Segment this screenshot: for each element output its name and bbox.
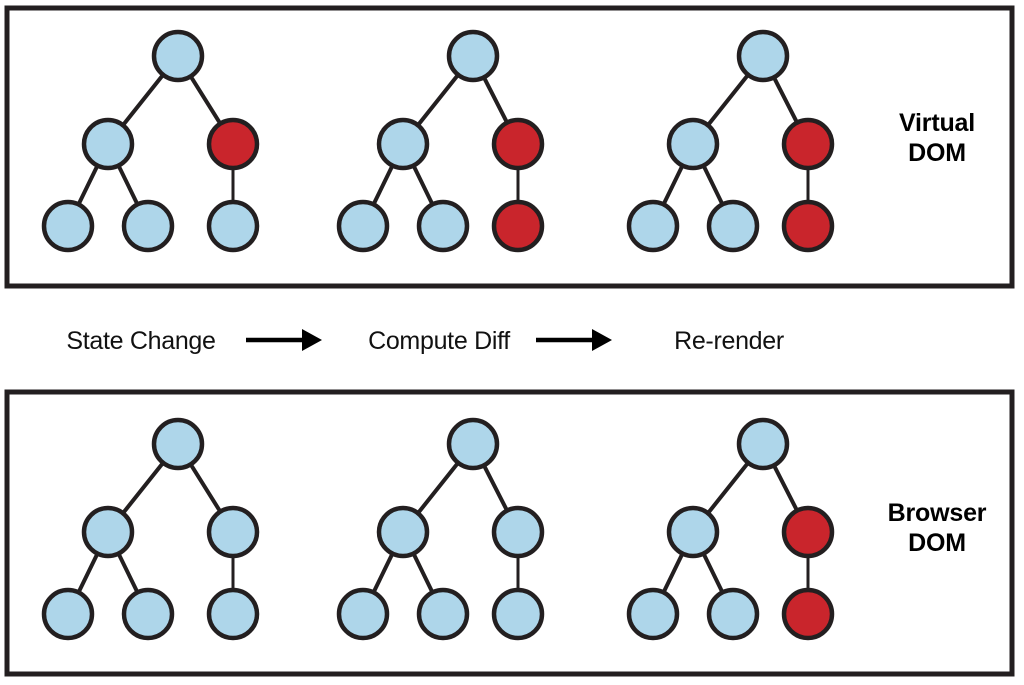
tree-edge-root-to-right <box>187 460 224 516</box>
tree-node-right[interactable] <box>491 505 545 559</box>
tree-node-left[interactable] <box>81 505 135 559</box>
panel-label-line-1: Browser <box>888 499 987 527</box>
tree-node-left-child-b[interactable] <box>121 587 175 641</box>
tree-edge-left-to-left-child-a <box>370 161 396 209</box>
tree-edge-left-to-left-child-b <box>115 161 141 209</box>
tree-node-left-child-b[interactable] <box>416 199 470 253</box>
tree-node-right-child-changed[interactable] <box>781 587 835 641</box>
tree-edges-virtual-dom-tree-1 <box>75 71 235 209</box>
tree-edge-left-to-left-child-b <box>410 549 436 597</box>
tree-nodes-browser-dom-tree-2 <box>336 417 545 641</box>
tree-node-right-changed[interactable] <box>206 117 260 171</box>
tree-node-left-child-b[interactable] <box>416 587 470 641</box>
flow-step-label-compute-diff: Compute Diff <box>368 327 510 355</box>
panel-label-line-2: DOM <box>908 139 966 167</box>
tree-edge-left-to-left-child-a <box>660 161 686 209</box>
tree-edges-virtual-dom-tree-2 <box>370 71 520 209</box>
tree-edge-root-to-right <box>481 461 510 515</box>
panel-label-line-1: Virtual <box>899 109 975 137</box>
tree-nodes-virtual-dom-tree-2 <box>336 29 545 253</box>
tree-node-left-child-b[interactable] <box>706 199 760 253</box>
tree-node-left-child-a[interactable] <box>41 587 95 641</box>
tree-edge-root-to-right <box>771 73 800 127</box>
tree-node-right-child[interactable] <box>206 587 260 641</box>
tree-browser-dom-tree-3 <box>626 417 835 641</box>
tree-nodes-browser-dom-tree-3 <box>626 417 835 641</box>
tree-edge-left-to-left-child-b <box>700 549 726 597</box>
tree-browser-dom-tree-1 <box>41 417 260 641</box>
tree-edges-virtual-dom-tree-3 <box>660 71 810 209</box>
tree-node-left-child-b[interactable] <box>121 199 175 253</box>
tree-edge-root-to-right <box>771 461 800 515</box>
tree-node-right-child-changed[interactable] <box>781 199 835 253</box>
tree-node-left-child-a[interactable] <box>336 199 390 253</box>
tree-node-root[interactable] <box>151 417 205 471</box>
tree-virtual-dom-tree-2 <box>336 29 545 253</box>
tree-edge-root-to-left <box>414 71 462 129</box>
tree-node-right-child-changed[interactable] <box>491 199 545 253</box>
panel-label-line-2: DOM <box>908 529 966 557</box>
tree-edges-browser-dom-tree-2 <box>370 459 520 597</box>
flow-arrow-head-icon <box>302 329 322 351</box>
tree-edge-left-to-left-child-b <box>700 161 726 209</box>
tree-nodes-virtual-dom-tree-3 <box>626 29 835 253</box>
tree-nodes-virtual-dom-tree-1 <box>41 29 260 253</box>
tree-edge-left-to-left-child-a <box>75 549 101 597</box>
tree-edge-root-to-left <box>704 459 752 517</box>
flow-layer: State Change Compute Diff Re-render <box>66 327 784 355</box>
tree-node-root[interactable] <box>446 417 500 471</box>
flow-step-label-state-change: State Change <box>66 327 215 355</box>
tree-edge-left-to-left-child-a <box>660 549 686 597</box>
tree-node-left[interactable] <box>376 505 430 559</box>
tree-node-left-child-a[interactable] <box>41 199 95 253</box>
tree-node-left[interactable] <box>81 117 135 171</box>
tree-node-right-changed[interactable] <box>781 505 835 559</box>
tree-node-left[interactable] <box>376 117 430 171</box>
flow-arrow-2 <box>536 329 612 351</box>
tree-node-left[interactable] <box>666 117 720 171</box>
tree-node-left-child-b[interactable] <box>706 587 760 641</box>
tree-edge-left-to-left-child-b <box>410 161 436 209</box>
tree-virtual-dom-tree-3 <box>626 29 835 253</box>
tree-edges-browser-dom-tree-1 <box>75 459 235 597</box>
tree-node-left-child-a[interactable] <box>626 199 680 253</box>
tree-node-root[interactable] <box>736 417 790 471</box>
tree-node-left[interactable] <box>666 505 720 559</box>
tree-edge-root-to-left <box>414 459 462 517</box>
tree-edges-browser-dom-tree-3 <box>660 459 810 597</box>
tree-node-right-changed[interactable] <box>781 117 835 171</box>
tree-node-right-child[interactable] <box>491 587 545 641</box>
flow-arrow-1 <box>246 329 322 351</box>
tree-edge-root-to-left <box>119 459 167 517</box>
flow-arrow-head-icon <box>592 329 612 351</box>
tree-node-root[interactable] <box>446 29 500 83</box>
tree-edge-root-to-right <box>187 72 224 128</box>
tree-node-left-child-a[interactable] <box>626 587 680 641</box>
tree-node-root[interactable] <box>151 29 205 83</box>
tree-edge-left-to-left-child-b <box>115 549 141 597</box>
tree-edge-root-to-left <box>704 71 752 129</box>
tree-browser-dom-tree-2 <box>336 417 545 641</box>
tree-nodes-browser-dom-tree-1 <box>41 417 260 641</box>
tree-node-right-child[interactable] <box>206 199 260 253</box>
tree-edge-root-to-left <box>119 71 167 129</box>
tree-edge-root-to-right <box>481 73 510 127</box>
tree-node-right-changed[interactable] <box>491 117 545 171</box>
tree-edge-left-to-left-child-a <box>370 549 396 597</box>
tree-node-right[interactable] <box>206 505 260 559</box>
tree-virtual-dom-tree-1 <box>41 29 260 253</box>
flow-step-label-re-render: Re-render <box>674 327 784 355</box>
tree-edge-left-to-left-child-a <box>75 161 101 209</box>
tree-node-left-child-a[interactable] <box>336 587 390 641</box>
tree-node-root[interactable] <box>736 29 790 83</box>
